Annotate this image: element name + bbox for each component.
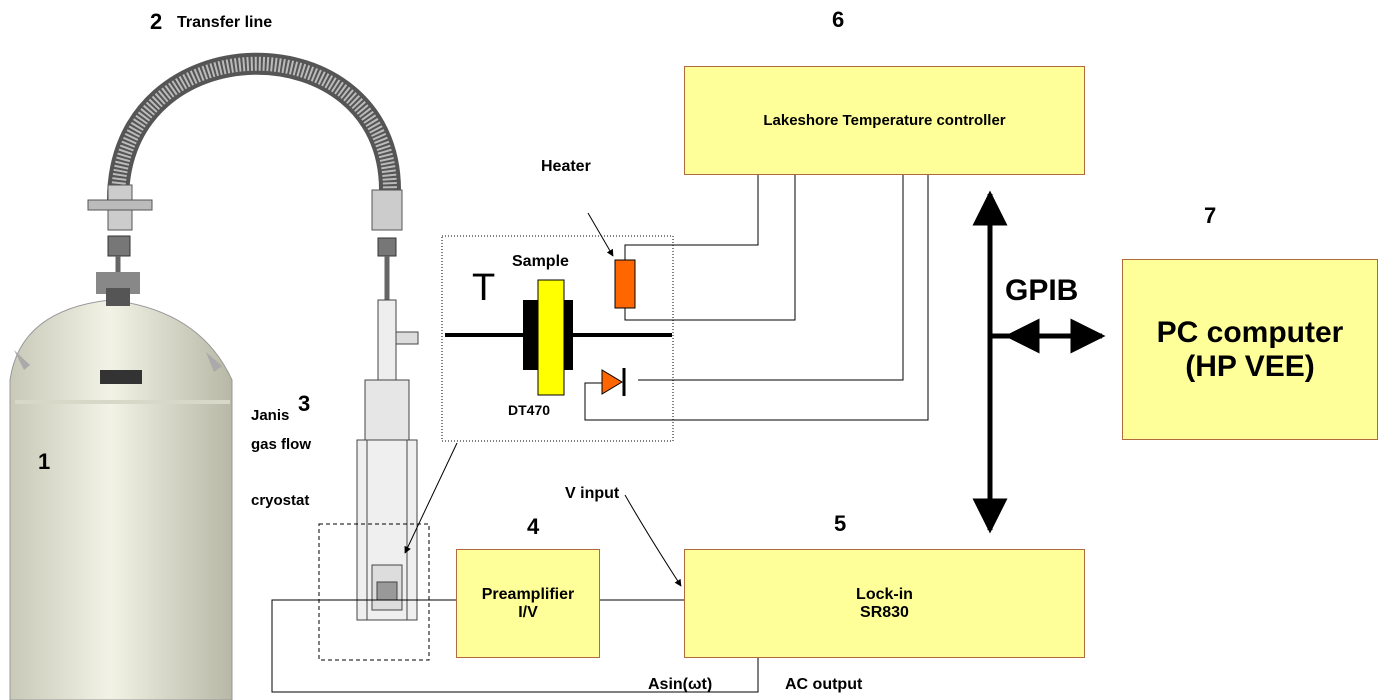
gpib-label: GPIB [1005, 274, 1079, 307]
sample-icon [523, 279, 573, 396]
temperature-controller-label: Lakeshore Temperature controller [763, 112, 1006, 129]
signal-wires [271, 599, 759, 693]
lockin-label-line1: Lock-in [856, 585, 913, 603]
preamplifier-box: Preamplifier I/V [456, 549, 600, 658]
number-1: 1 [38, 449, 51, 474]
dt470-label: DT470 [508, 402, 551, 418]
sample-label: Sample [512, 253, 569, 270]
gpib-bus [972, 190, 1106, 534]
transfer-line-label: Transfer line [177, 14, 273, 31]
cryostat-label: cryostat [251, 492, 310, 509]
preamp-label-line1: Preamplifier [481, 585, 575, 603]
zoom-arrow [404, 442, 458, 554]
sample-zoom-region [441, 235, 674, 442]
asin-label: Asin(ωt) [648, 676, 713, 693]
cryostat-sample-region [318, 523, 430, 661]
preamp-label-line2: I/V [518, 603, 538, 621]
number-6: 6 [832, 7, 845, 32]
heater-pointer [587, 212, 614, 257]
number-4: 4 [527, 514, 540, 539]
t-symbol: T [472, 267, 496, 309]
heater-label: Heater [541, 158, 591, 175]
gas-flow-label: gas flow [251, 436, 312, 453]
number-5: 5 [834, 511, 847, 536]
number-2: 2 [150, 9, 163, 34]
dewar-icon [0, 268, 240, 700]
v-input-arrow [624, 494, 682, 587]
cryostat-icon [356, 299, 419, 621]
lockin-label-line2: SR830 [860, 603, 909, 621]
pc-label-line1: PC computer [1156, 315, 1344, 349]
number-3: 3 [298, 391, 311, 416]
v-input-label: V input [565, 485, 620, 502]
number-7: 7 [1204, 203, 1217, 228]
pc-computer-box: PC computer (HP VEE) [1122, 259, 1378, 440]
lockin-box: Lock-in SR830 [684, 549, 1085, 658]
janis-label: Janis [251, 407, 290, 424]
diode-icon [601, 368, 626, 396]
pc-label-line2: (HP VEE) [1185, 349, 1315, 383]
heater-icon [614, 259, 636, 309]
temperature-wires [584, 174, 929, 421]
ac-output-label: AC output [785, 676, 863, 693]
transfer-line-icon [87, 52, 403, 300]
temperature-controller-box: Lakeshore Temperature controller [684, 66, 1085, 175]
